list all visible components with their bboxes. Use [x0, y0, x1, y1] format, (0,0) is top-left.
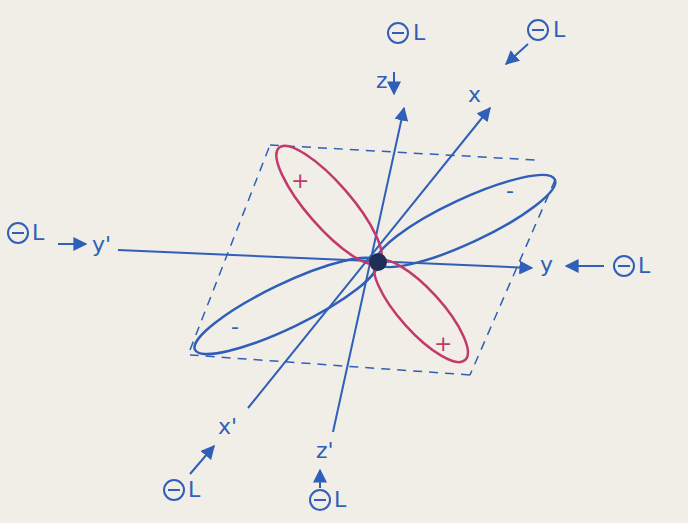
ligand-label: L — [334, 489, 346, 511]
axis-label: y' — [92, 234, 111, 256]
ligand-label: L — [188, 479, 200, 501]
axis-label: x' — [218, 416, 237, 438]
axes — [118, 108, 532, 432]
lobe-sign: + — [434, 333, 452, 355]
axis-label: y — [540, 254, 553, 276]
lobe-sign: - — [231, 316, 239, 338]
ligand-label: L — [413, 22, 425, 44]
ligand-approach-arrows — [58, 44, 604, 488]
axis-label: z — [376, 70, 388, 92]
lobe-sign: - — [506, 180, 514, 202]
plane-outline — [190, 145, 555, 375]
axis-label: z' — [316, 440, 334, 462]
ligand-label: L — [553, 19, 565, 41]
d-orbital-lobes — [185, 133, 564, 374]
lobe-sign: + — [291, 170, 309, 192]
axis-label: x — [468, 84, 481, 106]
ligand-label: L — [32, 222, 44, 244]
metal-ion — [369, 253, 387, 271]
ligand-label: L — [638, 255, 650, 277]
ligand-charges — [8, 20, 634, 510]
